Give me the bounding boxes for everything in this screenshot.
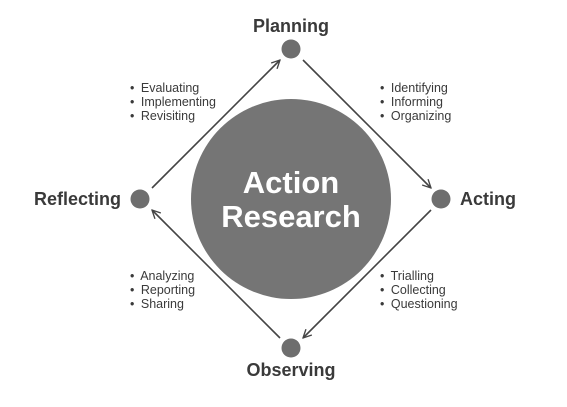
observing-label: Observing <box>246 360 335 380</box>
list-item-text: Collecting <box>391 283 446 297</box>
arrow-reflecting-to-planning <box>151 60 280 189</box>
arrow-planning-to-acting <box>302 59 431 188</box>
list-item-text: Analyzing <box>140 269 194 283</box>
bullet-dot: • <box>380 109 384 123</box>
acting-label: Acting <box>460 189 516 209</box>
planning-node <box>281 39 301 59</box>
bullet-dot: • <box>130 283 134 297</box>
list-item-text: Sharing <box>141 297 184 311</box>
list-item-text: Identifying <box>391 81 448 95</box>
list-item-text: Evaluating <box>141 81 199 95</box>
list-item: • Trialling <box>380 269 434 283</box>
center-title-line-1: Action <box>243 165 339 200</box>
center-circle <box>191 99 391 299</box>
list-item-text: Informing <box>391 95 443 109</box>
list-item-text: Revisiting <box>141 109 195 123</box>
bullet-dot: • <box>380 297 384 311</box>
list-item: • Organizing <box>380 109 451 123</box>
bullet-dot: • <box>130 81 134 95</box>
center-title-line-2: Research <box>221 199 361 234</box>
list-item: • Evaluating <box>130 81 199 95</box>
bullet-dot: • <box>130 297 134 311</box>
act-to-observe-list: • Trialling • Collecting • Questioning <box>380 269 458 311</box>
list-item: • Sharing <box>130 297 184 311</box>
reflect-to-plan-list: • Evaluating • Implementing • Revisiting <box>130 81 216 123</box>
bullet-dot: • <box>380 81 384 95</box>
arrow-acting-to-observing <box>303 209 432 338</box>
reflecting-label: Reflecting <box>34 189 121 209</box>
observe-to-reflect-list: • Analyzing • Reporting • Sharing <box>130 269 195 311</box>
list-item: • Analyzing <box>130 269 194 283</box>
list-item: • Questioning <box>380 297 458 311</box>
list-item-text: Reporting <box>141 283 195 297</box>
observing-node <box>281 338 301 358</box>
acting-node <box>431 189 451 209</box>
list-item-text: Implementing <box>141 95 216 109</box>
bullet-dot: • <box>130 95 134 109</box>
list-item: • Implementing <box>130 95 216 109</box>
arrow-observing-to-reflecting <box>152 210 281 339</box>
bullet-dot: • <box>380 95 384 109</box>
reflecting-node <box>130 189 150 209</box>
plan-to-act-list: • Identifying • Informing • Organizing <box>380 81 451 123</box>
list-item: • Reporting <box>130 283 195 297</box>
bullet-dot: • <box>130 109 134 123</box>
list-item: • Informing <box>380 95 443 109</box>
list-item: • Revisiting <box>130 109 195 123</box>
list-item: • Identifying <box>380 81 448 95</box>
list-item-text: Trialling <box>391 269 434 283</box>
bullet-dot: • <box>380 283 384 297</box>
bullet-dot: • <box>130 269 134 283</box>
planning-label: Planning <box>253 16 329 36</box>
list-item-text: Organizing <box>391 109 451 123</box>
list-item: • Collecting <box>380 283 446 297</box>
bullet-dot: • <box>380 269 384 283</box>
list-item-text: Questioning <box>391 297 458 311</box>
